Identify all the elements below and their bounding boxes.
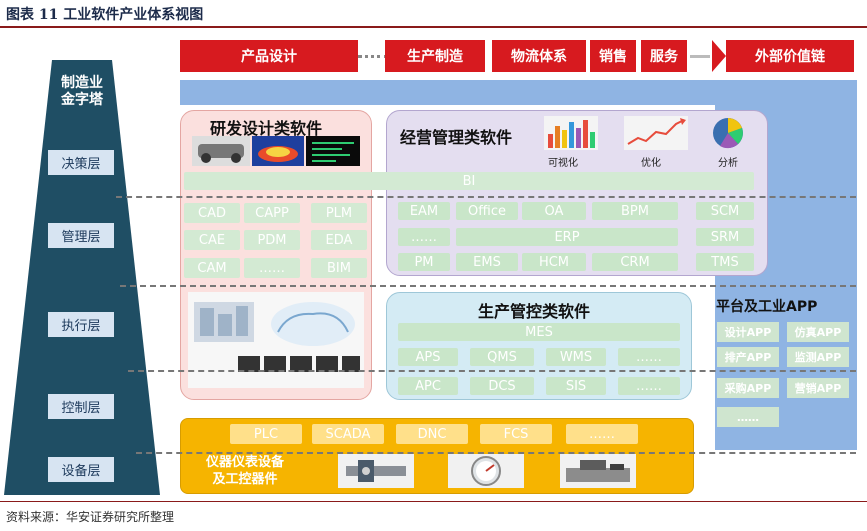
app-simulation: 仿真APP: [787, 322, 849, 342]
instrument-device-image: [338, 454, 414, 488]
rd-item-cad: CAD: [184, 203, 240, 223]
production-software-title: 生产管控类软件: [478, 302, 591, 321]
top-divider: [0, 26, 867, 28]
equip-item-plc: PLC: [230, 424, 302, 444]
label-optimization: 优化: [641, 158, 661, 169]
equip-item-fcs: FCS: [480, 424, 552, 444]
platform-title: 平台及工业APP: [716, 299, 818, 315]
app-purchasing: 采购APP: [717, 378, 779, 398]
level-equipment: 设备层: [48, 457, 114, 482]
machine-tool-image: [560, 454, 636, 488]
mgmt-item-hcm: HCM: [522, 253, 586, 271]
mgmt-item-crm: CRM: [592, 253, 678, 271]
app-design: 设计APP: [717, 322, 779, 342]
equipment-label: 仪器仪表设备 及工控器件: [205, 455, 284, 487]
rd-software-title: 研发设计类软件: [210, 119, 323, 138]
label-visualization: 可视化: [548, 158, 578, 169]
figure-title: 图表 11 工业软件产业体系视图: [6, 7, 204, 23]
gauge-device-image: [448, 454, 524, 488]
prod-item-apc: APC: [398, 377, 458, 395]
chain-manufacturing: 生产制造: [385, 40, 485, 72]
manufacturing-pyramid: [4, 60, 160, 495]
level-decision: 决策层: [48, 150, 114, 175]
mgmt-item-ems: EMS: [456, 253, 518, 271]
app-marketing: 营销APP: [787, 378, 849, 398]
chain-arrow: [712, 40, 726, 72]
chain-connector: [690, 55, 710, 58]
optimization-chart-icon: [624, 116, 688, 150]
app-scheduling: 排产APP: [717, 347, 779, 367]
rd-item-eda: EDA: [311, 230, 367, 250]
chain-product-design: 产品设计: [180, 40, 358, 72]
mgmt-item-scm: SCM: [696, 202, 754, 220]
mgmt-item-more: ……: [398, 228, 450, 246]
prod-item-qms: QMS: [470, 348, 534, 366]
level-divider: [116, 196, 856, 198]
equip-item-dnc: DNC: [396, 424, 468, 444]
mgmt-item-office: Office: [456, 202, 518, 220]
rd-item-more: ……: [244, 258, 300, 278]
source-note: 资料来源：华安证券研究所整理: [6, 510, 175, 524]
prod-item-sis: SIS: [546, 377, 606, 395]
equip-item-more: ……: [566, 424, 638, 444]
prod-item-wms: WMS: [546, 348, 606, 366]
analysis-pie-icon: [713, 118, 743, 149]
app-more: ……: [717, 407, 779, 427]
prod-item-dcs: DCS: [470, 377, 534, 395]
bottom-divider: [0, 501, 867, 502]
chain-service: 服务: [641, 40, 687, 72]
mgmt-item-srm: SRM: [696, 228, 754, 246]
label-analysis: 分析: [718, 158, 738, 169]
level-control: 控制层: [48, 394, 114, 419]
chain-external: 外部价值链: [726, 40, 854, 72]
level-execution: 执行层: [48, 312, 114, 337]
mgmt-item-eam: EAM: [398, 202, 450, 220]
pyramid-label: 制造业 金字塔: [61, 75, 103, 108]
management-software-title: 经营管理类软件: [400, 128, 513, 147]
prod-item-mes: MES: [398, 323, 680, 341]
level-divider: [128, 370, 856, 372]
level-divider: [136, 452, 856, 454]
rd-item-capp: CAPP: [244, 203, 300, 223]
rd-item-plm: PLM: [311, 203, 367, 223]
mgmt-item-tms: TMS: [696, 253, 754, 271]
rd-item-bim: BIM: [311, 258, 367, 278]
chain-sales: 销售: [590, 40, 636, 72]
bi-bar: BI: [184, 172, 754, 190]
rd-item-cae: CAE: [184, 230, 240, 250]
rd-software-images: [192, 136, 360, 166]
prod-item-more: ……: [618, 348, 680, 366]
visualization-chart-icon: [544, 116, 598, 150]
prod-item-aps: APS: [398, 348, 458, 366]
rd-item-cam: CAM: [184, 258, 240, 278]
chain-connector: [358, 55, 388, 58]
mgmt-item-erp: ERP: [456, 228, 678, 246]
chain-logistics: 物流体系: [492, 40, 586, 72]
prod-item-more-2: ……: [618, 377, 680, 395]
digital-twin-illustration: [188, 292, 364, 388]
level-management: 管理层: [48, 223, 114, 248]
level-divider: [120, 285, 856, 287]
mgmt-item-bpm: BPM: [592, 202, 678, 220]
mgmt-item-pm: PM: [398, 253, 450, 271]
equip-item-scada: SCADA: [312, 424, 384, 444]
app-monitoring: 监测APP: [787, 347, 849, 367]
rd-item-pdm: PDM: [244, 230, 300, 250]
mgmt-item-oa: OA: [522, 202, 586, 220]
